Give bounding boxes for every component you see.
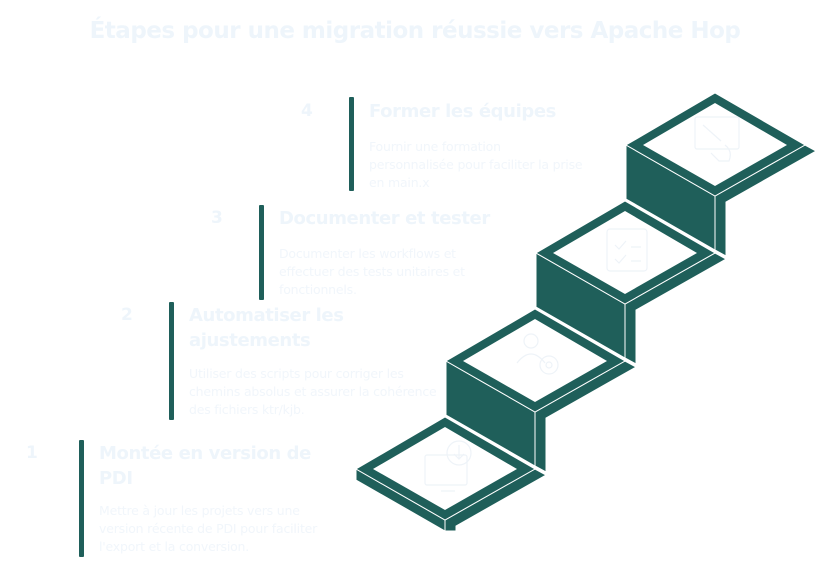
- step-bar: [259, 205, 264, 300]
- step-bar: [169, 302, 174, 420]
- stair-step-2: [445, 308, 638, 473]
- step-title: Former les équipes: [369, 101, 556, 122]
- step-top-inner: [553, 211, 697, 294]
- step-number: 4: [301, 101, 313, 121]
- step-bar: [349, 97, 354, 191]
- checklist-icon: [606, 228, 648, 272]
- step-number: 3: [211, 208, 223, 228]
- user-gear-icon: [516, 333, 559, 375]
- step-description: Documenter les workflows et effectuer de…: [279, 246, 465, 297]
- step-description: Fournir une formation personnalisée pour…: [369, 139, 583, 190]
- step-title: Documenter et tester: [279, 208, 490, 229]
- step-top-inner: [643, 103, 787, 186]
- step-top-inner: [463, 319, 607, 402]
- step-top-inner: [373, 427, 517, 510]
- presentation-pointer-icon: [694, 116, 740, 162]
- step-number: 2: [121, 305, 133, 325]
- step-title: Automatiser les ajustements: [189, 305, 344, 351]
- stair-step-4: [625, 92, 818, 257]
- step-number: 1: [26, 443, 38, 463]
- step-bar: [79, 440, 84, 557]
- step-description: Utiliser des scripts pour corriger les c…: [189, 366, 437, 417]
- stair-step-3: [535, 200, 728, 365]
- step-title: Montée en version de PDI: [99, 443, 311, 489]
- stair-step-1: [355, 416, 548, 532]
- monitor-download-icon: [424, 440, 472, 492]
- page-title: Étapes pour une migration réussie vers A…: [89, 18, 741, 44]
- step-description: Mettre à jour les projets vers une versi…: [99, 503, 318, 554]
